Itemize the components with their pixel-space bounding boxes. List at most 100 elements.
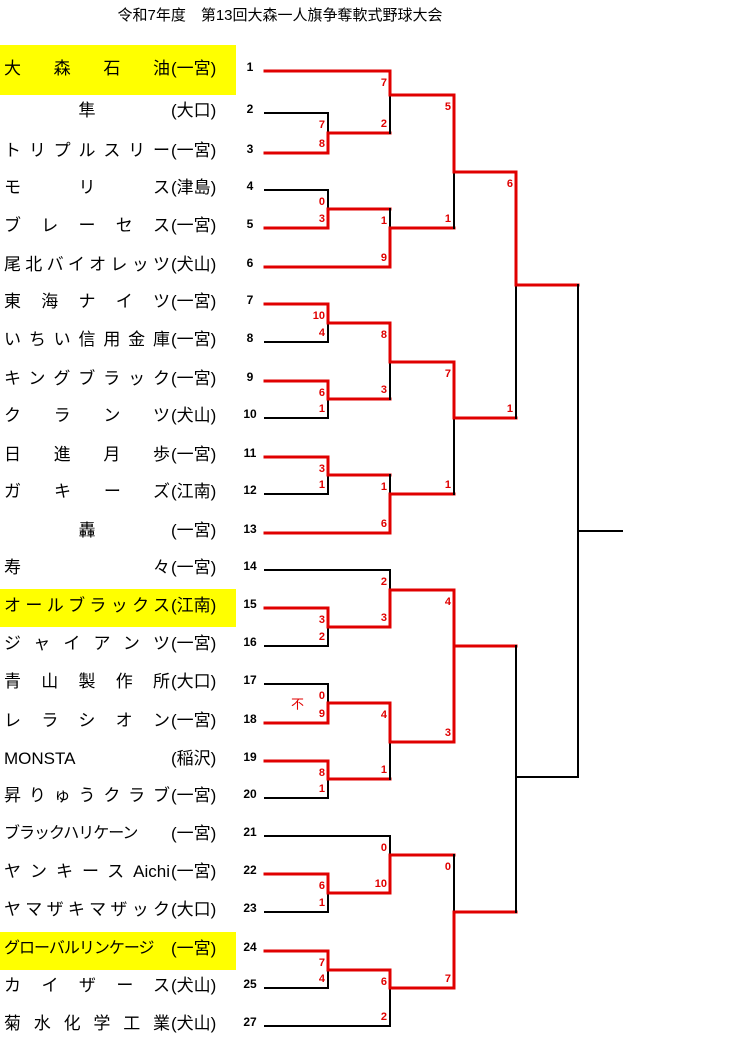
team-name: 日進月歩 bbox=[4, 445, 170, 464]
team-number: 17 bbox=[243, 673, 257, 687]
team-name: オールブラックス bbox=[4, 596, 170, 615]
team-name: ブラックハリケーン bbox=[4, 825, 138, 842]
team-name: MONSTA bbox=[4, 749, 76, 768]
team-area: (一宮) bbox=[171, 939, 217, 958]
team-name: ヤマザキマザック bbox=[4, 900, 170, 919]
team-area: (一宮) bbox=[171, 862, 217, 881]
team-name: ブレーセス bbox=[4, 216, 170, 235]
team-area: (江南) bbox=[171, 596, 217, 615]
team-name: カイザース bbox=[4, 976, 170, 995]
team-number: 25 bbox=[243, 977, 257, 991]
team-row: ブレーセス(一宮)5 bbox=[0, 207, 270, 245]
team-row: ヤンキースAichi(一宮)22 bbox=[0, 853, 270, 891]
team-row: 轟(一宮)13 bbox=[0, 512, 270, 550]
team-row: 菊水化学工業(犬山)27 bbox=[0, 1005, 270, 1043]
team-area: (一宮) bbox=[171, 141, 217, 160]
team-row: 昇りゅうクラブ(一宮)20 bbox=[0, 777, 270, 815]
team-number: 9 bbox=[246, 370, 254, 384]
team-name: 寿々 bbox=[4, 558, 170, 577]
team-area: (津島) bbox=[171, 178, 217, 197]
team-number: 23 bbox=[243, 901, 257, 915]
score-top: 0 bbox=[319, 690, 325, 702]
team-number: 27 bbox=[243, 1015, 257, 1029]
score-top: 6 bbox=[381, 976, 387, 988]
team-number: 8 bbox=[246, 331, 254, 345]
score-top: 3 bbox=[319, 463, 325, 475]
team-name: 青山製作所 bbox=[4, 672, 170, 691]
team-area: (犬山) bbox=[171, 976, 217, 995]
team-area: (大口) bbox=[171, 101, 217, 120]
tournament-title: 令和7年度 第13回大森一人旗争奪軟式野球大会 bbox=[117, 7, 443, 24]
team-row: カイザース(犬山) 25 bbox=[0, 967, 270, 1005]
team-name: トリプルスリー bbox=[4, 141, 170, 160]
team-name: ガキーズ bbox=[4, 482, 170, 501]
team-row: 大森石油(一宮)1 bbox=[0, 50, 270, 88]
team-name: ジャイアンツ bbox=[4, 634, 170, 653]
score-top: 8 bbox=[319, 767, 325, 779]
score-top: 6 bbox=[319, 880, 325, 892]
score-top: 1 bbox=[381, 215, 387, 227]
team-name: 東海ナイツ bbox=[4, 292, 170, 311]
score-top: 0 bbox=[381, 842, 387, 854]
score-bottom: 3 bbox=[445, 727, 451, 739]
team-row: ジャイアンツ(一宮) 16 bbox=[0, 625, 270, 663]
score-top: 4 bbox=[445, 596, 452, 608]
team-area: (一宮) bbox=[171, 216, 217, 235]
team-number: 13 bbox=[243, 522, 257, 536]
team-row: グローバルリンケージ(一宮)24 bbox=[0, 930, 270, 968]
team-row: 寿々(一宮) 14 bbox=[0, 549, 270, 587]
score-bottom: 2 bbox=[381, 118, 387, 130]
team-area: (犬山) bbox=[171, 255, 217, 274]
score-top: 6 bbox=[507, 178, 513, 190]
score-bottom: 1 bbox=[445, 213, 451, 225]
team-number: 4 bbox=[246, 179, 254, 193]
team-area: (一宮) bbox=[171, 634, 217, 653]
team-number: 16 bbox=[243, 635, 257, 649]
team-row: ガキーズ(江南)12 bbox=[0, 473, 270, 511]
team-number: 14 bbox=[243, 559, 257, 573]
team-number: 18 bbox=[243, 712, 257, 726]
team-name: キングブラック bbox=[4, 369, 170, 388]
team-name: 昇りゅうクラブ bbox=[4, 786, 170, 805]
score-bottom: 3 bbox=[319, 213, 325, 225]
team-number: 6 bbox=[246, 256, 254, 270]
team-highlight bbox=[0, 932, 236, 970]
forfeit-mark: 不 bbox=[291, 696, 304, 711]
team-row: ブラックハリケーン(一宮)21 bbox=[0, 815, 270, 853]
team-row: 日進月歩(一宮)11 bbox=[0, 436, 270, 474]
team-area: (一宮) bbox=[171, 786, 217, 805]
score-bottom: 1 bbox=[507, 403, 513, 415]
score-bottom: 1 bbox=[381, 764, 387, 776]
score-top: 0 bbox=[445, 861, 451, 873]
score-top: 7 bbox=[319, 957, 325, 969]
score-bottom: 3 bbox=[381, 384, 387, 396]
team-area: (一宮) bbox=[171, 558, 217, 577]
team-number: 21 bbox=[243, 825, 257, 839]
team-number: 15 bbox=[243, 597, 257, 611]
team-row: MONSTA(稲沢)19 bbox=[0, 740, 270, 778]
score-bottom: 1 bbox=[319, 403, 325, 415]
team-area: (一宮) bbox=[171, 292, 217, 311]
team-highlight bbox=[0, 45, 236, 95]
score-top: 8 bbox=[381, 329, 387, 341]
score-bottom: 6 bbox=[381, 518, 387, 530]
team-area: (一宮) bbox=[171, 330, 217, 349]
team-row: オールブラックス(江南) 15 bbox=[0, 587, 270, 625]
team-number: 24 bbox=[243, 940, 257, 954]
team-row: トリプルスリー(一宮) 3 bbox=[0, 132, 270, 170]
team-area: (一宮) bbox=[171, 521, 217, 540]
team-area: (一宮) bbox=[171, 59, 217, 78]
team-name: レラシオン bbox=[4, 711, 170, 730]
team-area: (一宮) bbox=[171, 711, 217, 730]
team-row: クランツ(犬山)10 bbox=[0, 397, 270, 435]
team-row: 尾北バイオレッツ(犬山)6 bbox=[0, 246, 270, 284]
team-number: 10 bbox=[243, 407, 257, 421]
team-row: 青山製作所(大口) 17 bbox=[0, 663, 270, 701]
score-bottom: 1 bbox=[319, 897, 325, 909]
score-top: 7 bbox=[445, 368, 451, 380]
score-top: 4 bbox=[381, 709, 388, 721]
team-area: (大口) bbox=[171, 672, 217, 691]
team-highlight bbox=[0, 589, 236, 627]
team-number: 3 bbox=[246, 142, 254, 156]
team-row: 隼(大口)2 bbox=[0, 92, 270, 130]
